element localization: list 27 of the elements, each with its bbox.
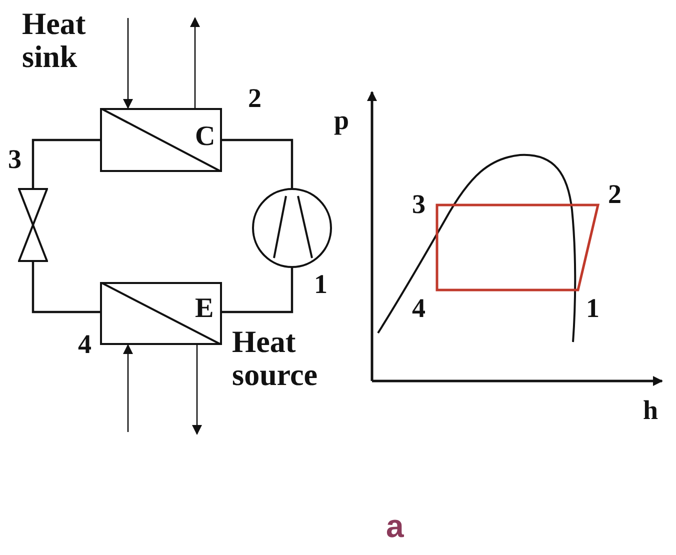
heat-exchanger-box [100, 282, 222, 345]
pipe-line [32, 262, 100, 314]
component-letter: C [195, 122, 216, 152]
state-point-number: 2 [608, 180, 622, 208]
state-point-number: 1 [314, 270, 328, 298]
pipe-line [222, 138, 294, 188]
heat-flow-arrow [192, 345, 202, 435]
compressor-symbol [252, 188, 332, 268]
state-point-number: 3 [412, 190, 426, 218]
heat-exchanger-box [100, 108, 222, 172]
heat-flow-arrow [123, 344, 133, 432]
state-point-number: 1 [586, 294, 600, 322]
state-point-number: 4 [78, 330, 92, 358]
heat-flow-arrow [123, 18, 133, 109]
expansion-valve-symbol [18, 188, 48, 262]
panel-letter: a [386, 510, 404, 544]
heat-flow-arrow [190, 17, 200, 108]
axis-label: p [334, 106, 350, 134]
pipe-line [32, 138, 100, 188]
heat-source-label: Heat source [232, 326, 318, 392]
state-point-number: 4 [412, 294, 426, 322]
axis-label: h [643, 396, 658, 424]
state-point-number: 3 [8, 145, 22, 174]
state-point-number: 2 [248, 84, 262, 112]
heat-sink-label: Heat sink [22, 8, 86, 74]
component-letter: E [195, 294, 214, 324]
pipe-line [222, 268, 294, 314]
